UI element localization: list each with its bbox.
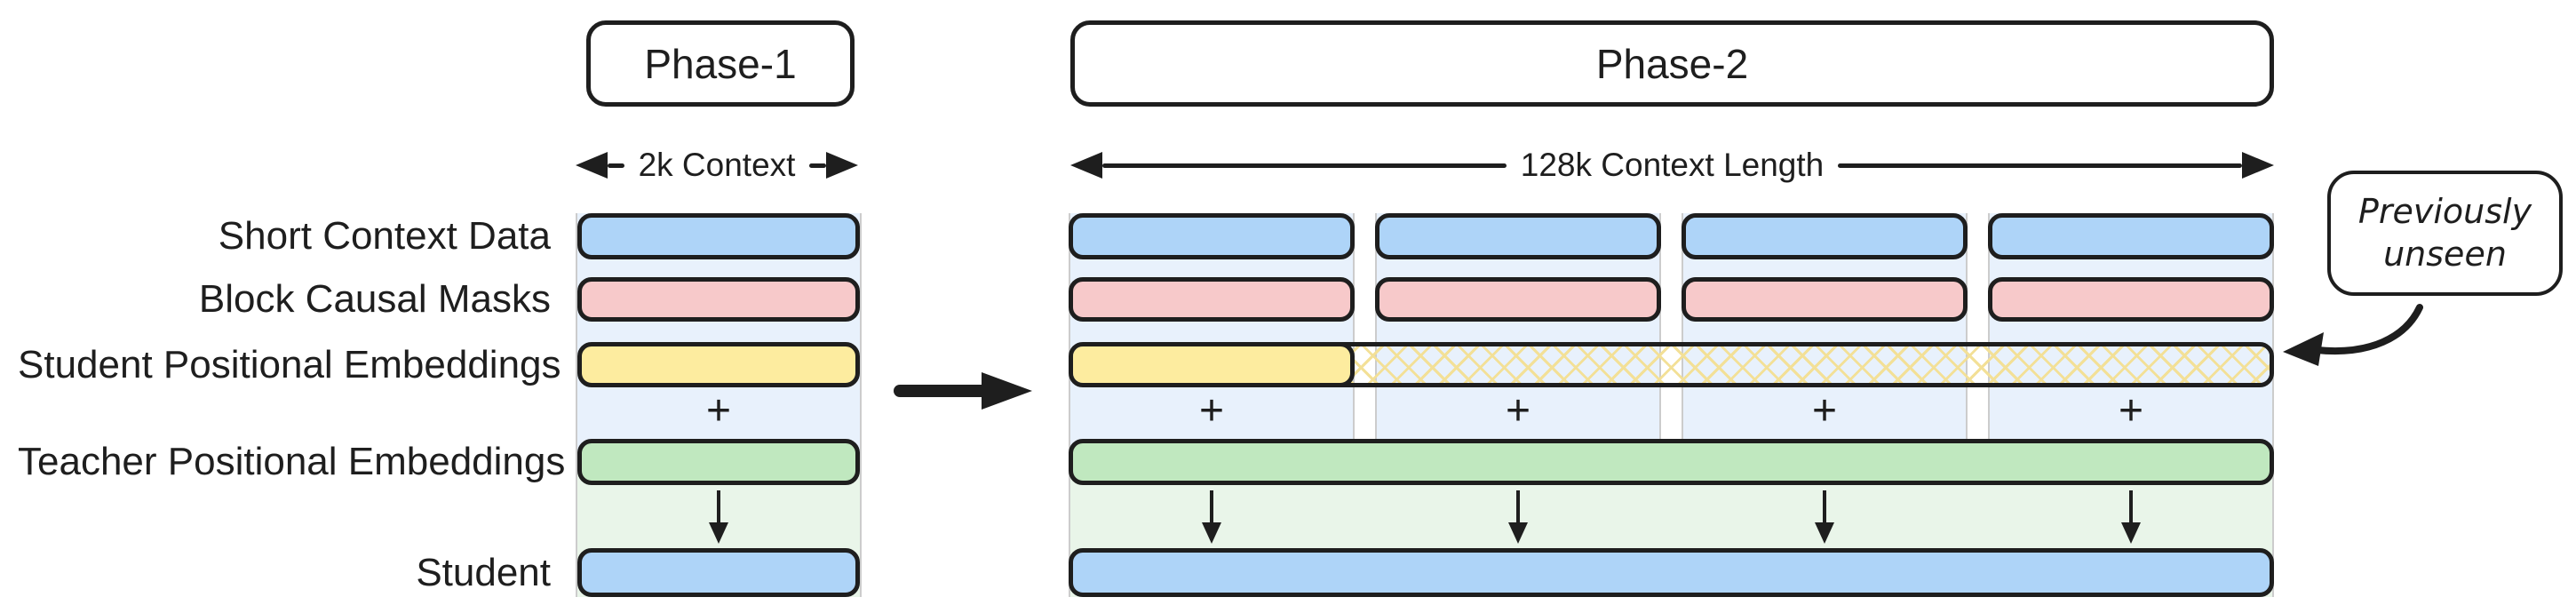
label-short-context-data: Short Context Data bbox=[218, 214, 551, 258]
phase2-block-causal-mask-bar-3 bbox=[1682, 277, 1968, 322]
phase1-context-label: 2k Context bbox=[638, 147, 796, 183]
trained-positions-segment bbox=[1073, 346, 1355, 383]
label-block-causal-masks: Block Causal Masks bbox=[198, 277, 551, 321]
phase1-context-arrow: 2k Context bbox=[576, 142, 858, 188]
plus-operator: + bbox=[705, 386, 732, 434]
plus-operator: + bbox=[2118, 386, 2144, 434]
phase2-block-causal-mask-bar-4 bbox=[1988, 277, 2274, 322]
left-arrowhead-icon bbox=[1070, 152, 1102, 179]
phase2-short-context-data-bar-4 bbox=[1988, 213, 2274, 259]
phase1-block-causal-mask-bar bbox=[577, 277, 860, 322]
phase2-context-arrow: 128k Context Length bbox=[1070, 142, 2275, 188]
label-teacher-positional-embeddings: Teacher Positional Embeddings bbox=[18, 440, 566, 483]
plus-operator: + bbox=[1505, 386, 1531, 434]
label-student-positional-embeddings: Student Positional Embeddings bbox=[18, 343, 561, 386]
phase2-title: Phase-2 bbox=[1595, 40, 1749, 87]
phase1-teacher-positional-embeddings-bar bbox=[577, 439, 860, 485]
down-arrow-icon bbox=[1815, 490, 1834, 544]
phase2-context-label: 128k Context Length bbox=[1520, 147, 1825, 183]
phase2-teacher-positional-embeddings-bar bbox=[1069, 439, 2274, 485]
phase2-block-causal-mask-bar-1 bbox=[1069, 277, 1355, 322]
phase2-short-context-data-bar-2 bbox=[1375, 213, 1661, 259]
phase2-block-causal-mask-bar-2 bbox=[1375, 277, 1661, 322]
down-arrow-icon bbox=[1202, 490, 1221, 544]
plus-operator: + bbox=[1198, 386, 1225, 434]
down-arrow-icon bbox=[1508, 490, 1528, 544]
callout-line1: Previously bbox=[2357, 192, 2532, 231]
phase-transition-arrow-icon bbox=[894, 372, 1032, 410]
phase1-student-bar bbox=[577, 548, 860, 597]
down-arrow-icon bbox=[709, 490, 728, 544]
previously-unseen-callout: Previously unseen bbox=[2327, 171, 2563, 296]
phase1-student-positional-embeddings-bar bbox=[577, 342, 860, 387]
left-arrowhead-icon bbox=[576, 152, 608, 179]
callout-arrow-icon bbox=[2283, 304, 2423, 366]
phase2-short-context-data-bar-1 bbox=[1069, 213, 1355, 259]
phase2-student-positional-embeddings-bar bbox=[1069, 342, 2274, 387]
phase2-title-box: Phase-2 bbox=[1070, 20, 2274, 107]
phase1-title: Phase-1 bbox=[644, 40, 797, 87]
phase1-title-box: Phase-1 bbox=[586, 20, 855, 107]
label-student: Student bbox=[416, 551, 551, 594]
phase1-short-context-data-bar bbox=[577, 213, 860, 259]
right-arrowhead-icon bbox=[2242, 152, 2275, 179]
right-arrowhead-icon bbox=[826, 152, 858, 179]
phase2-student-bar bbox=[1069, 548, 2274, 597]
phase2-short-context-data-bar-3 bbox=[1682, 213, 1968, 259]
plus-operator: + bbox=[1811, 386, 1838, 434]
callout-line2: unseen bbox=[2383, 234, 2507, 274]
down-arrow-icon bbox=[2121, 490, 2141, 544]
